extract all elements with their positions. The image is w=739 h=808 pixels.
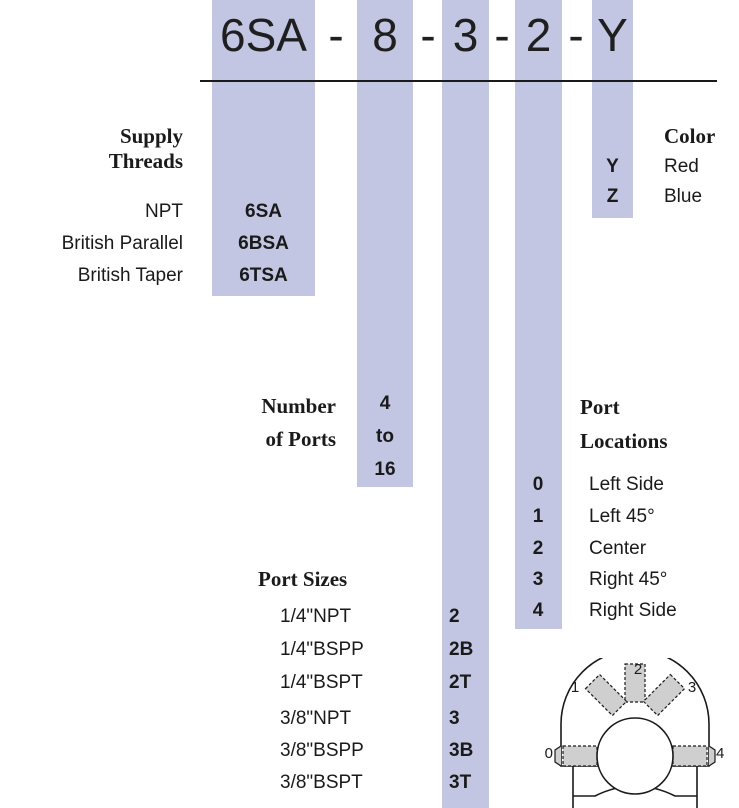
port-slot-0	[562, 745, 598, 767]
part-segment-ports: 8	[372, 9, 398, 61]
port-size-code: 3	[449, 708, 460, 729]
port-size-label: 1/4"BSPT	[280, 672, 363, 693]
center-bore	[596, 717, 674, 795]
supply-threads-heading-line2: Threads	[108, 149, 183, 174]
port-size-code: 2B	[449, 639, 474, 660]
port-location-code: 4	[532, 600, 544, 621]
port-location-label: Left 45°	[589, 506, 655, 527]
supply-thread-label: NPT	[145, 201, 183, 222]
ports-range-word: to	[376, 426, 394, 447]
port-location-code: 0	[532, 474, 544, 495]
port-location-diagram: 0 1 2 3 4	[545, 658, 724, 808]
part-number-rule	[200, 80, 717, 82]
part-segment-supply: 6SA	[220, 9, 307, 61]
port-size-label: 1/4"NPT	[280, 606, 352, 627]
part-segment-port-location: 2	[525, 9, 552, 61]
part-segment-color: Y	[597, 9, 628, 61]
port-location-label: Left Side	[589, 474, 664, 495]
port-locations-heading-line2: Locations	[580, 429, 668, 453]
port-size-code: 3T	[449, 772, 472, 793]
band-port-sizes	[442, 0, 489, 808]
diagram-port-label-1: 1	[571, 679, 579, 696]
port-size-code: 3B	[449, 740, 474, 761]
port-location-code: 2	[532, 538, 544, 559]
port-location-label: Right Side	[589, 600, 677, 621]
port-location-label: Right 45°	[589, 569, 668, 590]
port-sizes-heading: Port Sizes	[258, 567, 348, 591]
port-size-label: 3/8"NPT	[280, 708, 352, 729]
diagram-port-label-4: 4	[716, 745, 724, 762]
supply-thread-code: 6SA	[245, 201, 282, 222]
supply-thread-label: British Taper	[77, 265, 183, 286]
port-size-label: 3/8"BSPP	[280, 740, 364, 761]
color-code: Z	[606, 186, 619, 207]
supply-threads-heading: Supply Threads	[40, 124, 183, 174]
port-slot-3	[642, 673, 686, 717]
port-location-code: 3	[532, 569, 544, 590]
color-heading: Color	[664, 124, 716, 148]
part-segment-port-size: 3	[452, 9, 479, 61]
diagram-port-label-0: 0	[545, 745, 553, 762]
port-slot-1	[584, 673, 628, 717]
ports-max: 16	[374, 459, 396, 480]
part-separator: -	[328, 9, 344, 61]
number-of-ports-heading: Number of Ports	[200, 390, 336, 456]
band-port-locations	[515, 0, 562, 629]
color-label: Red	[664, 156, 699, 177]
right-side-tab	[708, 745, 716, 767]
diagram-port-label-3: 3	[688, 679, 696, 696]
left-side-tab	[554, 745, 562, 767]
port-size-label: 3/8"BSPT	[280, 772, 363, 793]
diagram-port-label-2: 2	[634, 661, 642, 678]
color-code: Y	[606, 156, 619, 177]
port-location-label: Center	[589, 538, 647, 559]
band-color	[592, 0, 633, 218]
port-size-code: 2	[449, 606, 460, 627]
port-size-label: 1/4"BSPP	[280, 639, 364, 660]
port-location-code: 1	[532, 506, 544, 527]
supply-thread-code: 6BSA	[238, 233, 289, 254]
number-of-ports-heading-line2: of Ports	[265, 427, 336, 451]
number-of-ports-heading-line1: Number	[261, 394, 336, 418]
part-separator: -	[568, 9, 584, 61]
ports-min: 4	[379, 393, 391, 414]
port-size-code: 2T	[449, 672, 472, 693]
port-slot-2	[624, 663, 646, 703]
supply-thread-label: British Parallel	[61, 233, 183, 254]
color-label: Blue	[664, 186, 703, 207]
band-supply-threads	[212, 0, 315, 296]
part-separator: -	[494, 9, 510, 61]
port-locations-heading: Port Locations	[580, 390, 668, 458]
port-locations-heading-line1: Port	[580, 395, 620, 419]
supply-threads-heading-line1: Supply	[119, 124, 183, 148]
supply-thread-code: 6TSA	[239, 265, 288, 286]
port-slot-4	[672, 745, 708, 767]
part-separator: -	[420, 9, 436, 61]
